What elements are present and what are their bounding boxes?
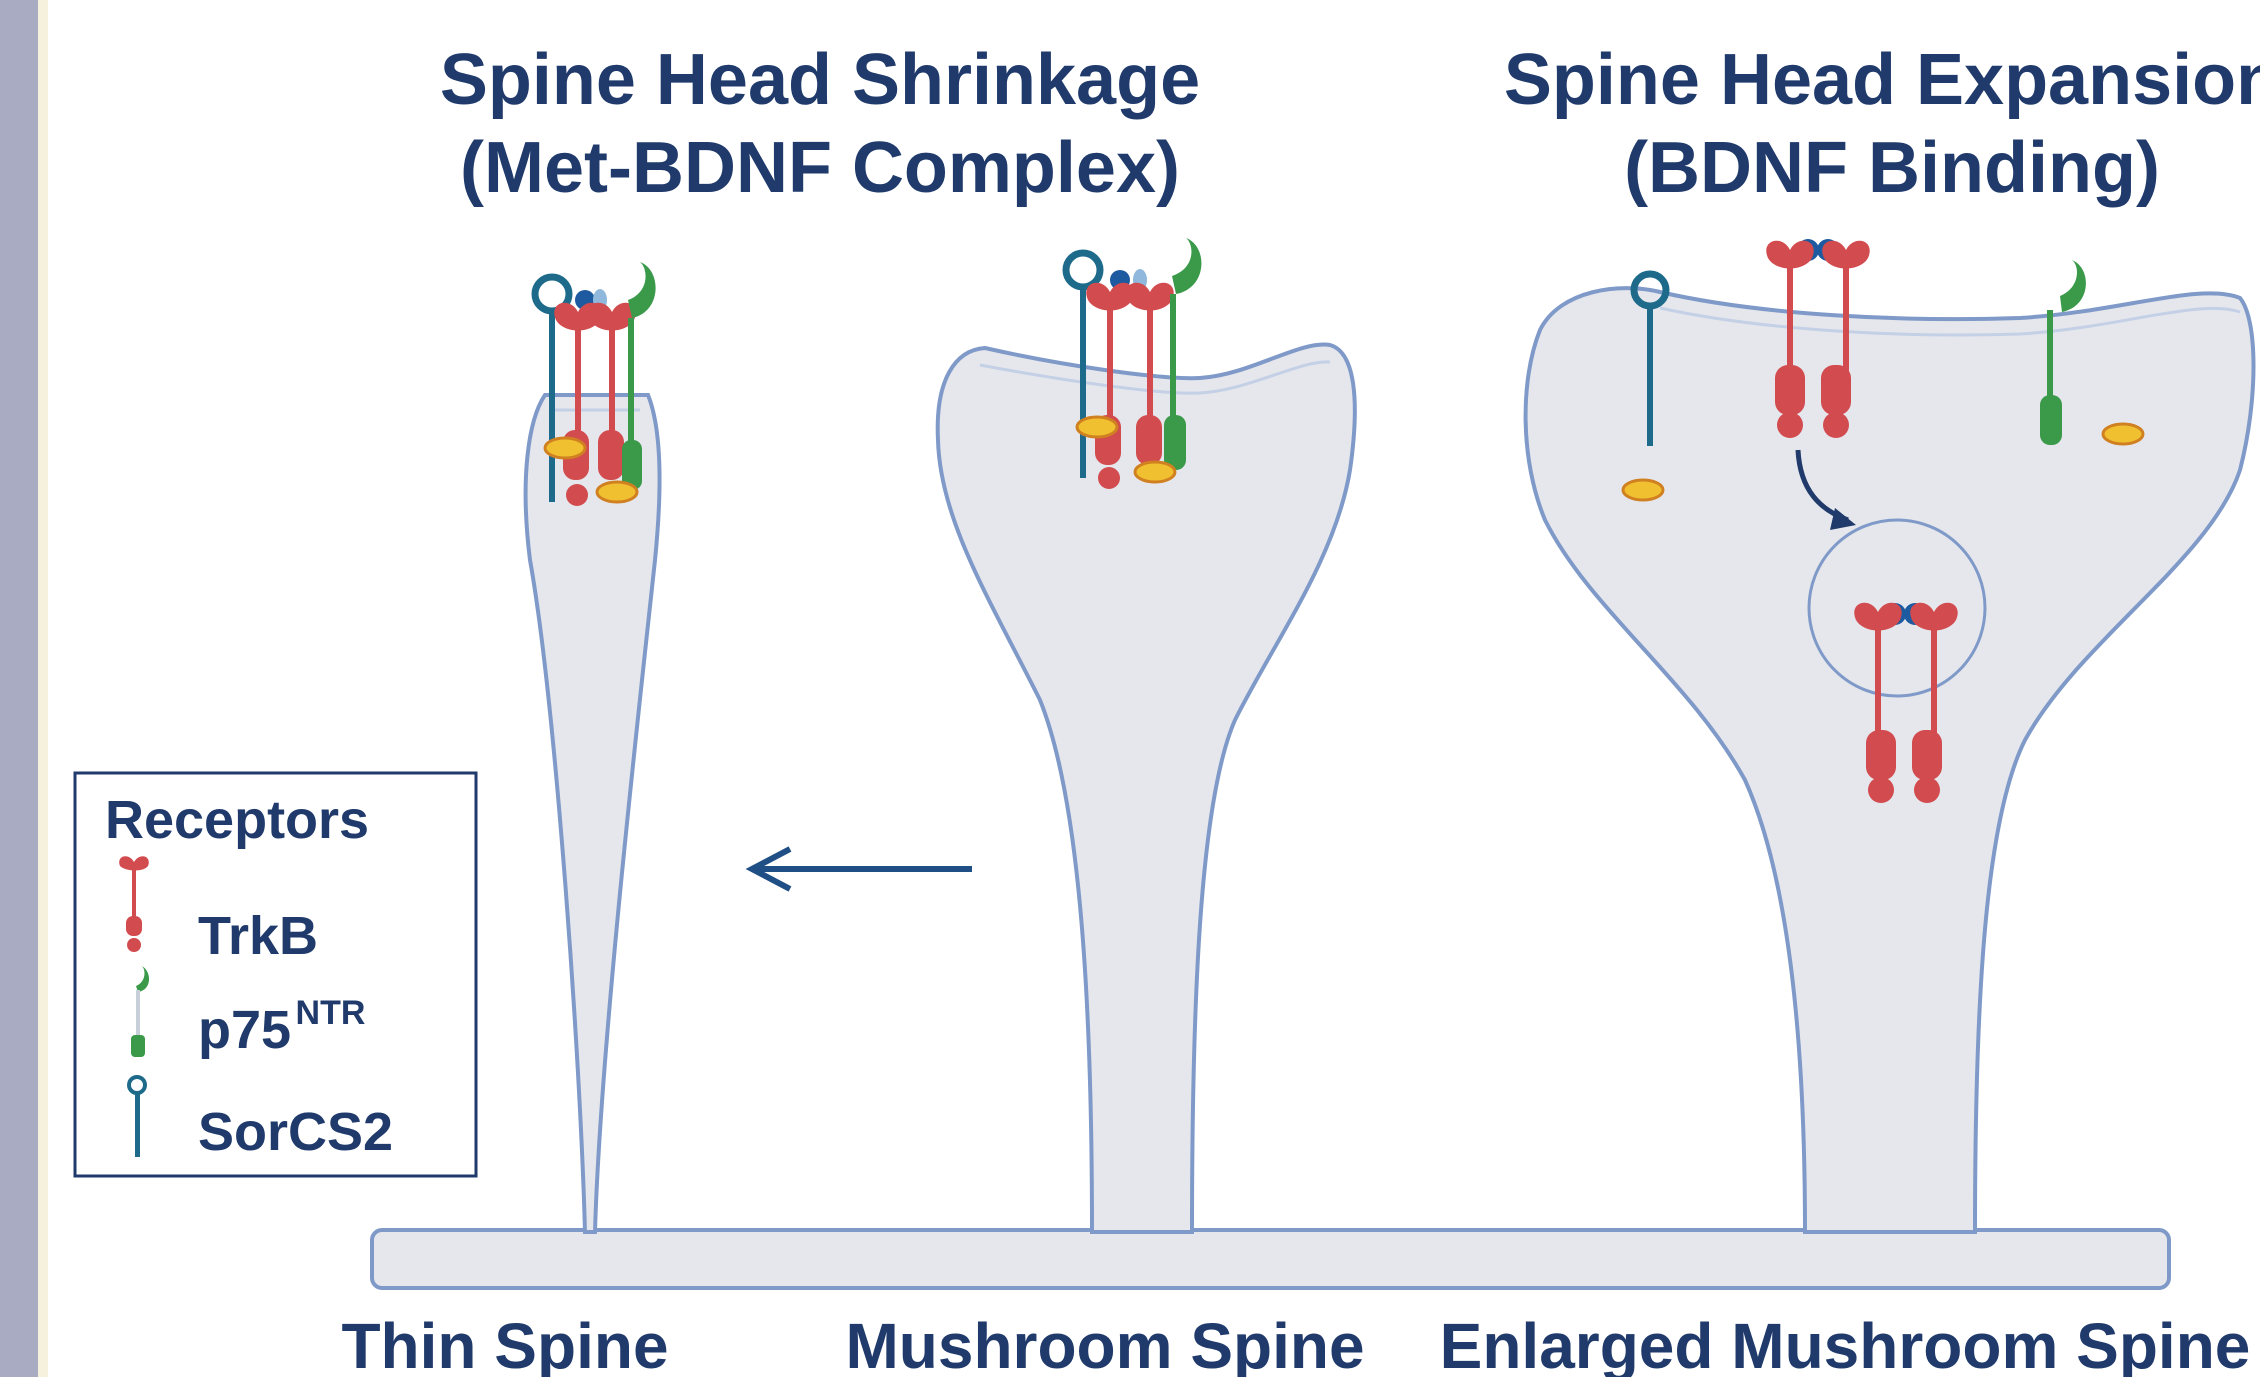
- dendrite-shaft: [372, 1230, 2169, 1288]
- expansion-title-line2: (BDNF Binding): [1624, 128, 2160, 208]
- legend-label-sorcs2: SorCS2: [198, 1102, 393, 1162]
- legend-label-ntr-sup: NTR: [296, 994, 366, 1032]
- legend-title: Receptors: [105, 790, 369, 850]
- legend-label-p75: p75: [198, 1000, 291, 1060]
- shrinkage-title-line2: (Met-BDNF Complex): [460, 128, 1180, 208]
- thin-spine: [526, 395, 660, 1232]
- expansion-title-line1: Spine Head Expansion: [1504, 40, 2260, 120]
- shrinkage-arrow: [752, 849, 972, 889]
- mushroom-spine-caption: Mushroom Spine: [845, 1310, 1364, 1377]
- receptors-legend: Receptors TrkB p75 NTR SorCS2: [75, 773, 476, 1176]
- enlarged-mushroom-spine-caption: Enlarged Mushroom Spine: [1440, 1310, 2251, 1377]
- shrinkage-title-line1: Spine Head Shrinkage: [440, 40, 1200, 120]
- thin-spine-caption: Thin Spine: [341, 1310, 668, 1377]
- legend-label-trkb: TrkB: [198, 906, 318, 966]
